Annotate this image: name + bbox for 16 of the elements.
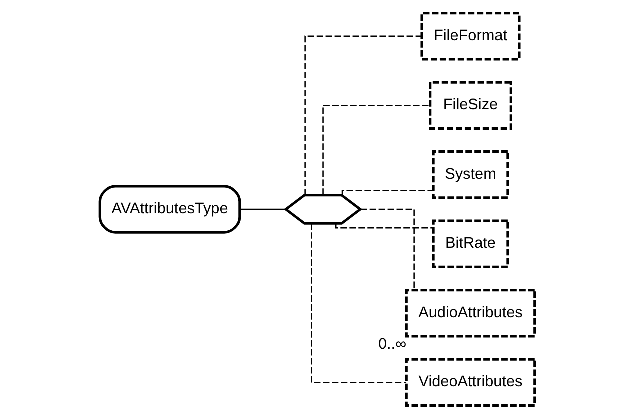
connector <box>334 224 433 229</box>
connector <box>360 208 414 290</box>
node-box: BitRate <box>432 220 509 268</box>
connector <box>239 208 286 210</box>
node-box: VideoAttributes <box>404 358 536 407</box>
connector <box>304 36 422 196</box>
node-box: FileFormat <box>420 12 520 61</box>
node-box: System <box>432 150 509 200</box>
connector <box>341 190 433 196</box>
node-box: AudioAttributes <box>404 289 536 338</box>
node-hexagon <box>283 194 362 225</box>
node-box: AVAttributesType <box>98 185 241 234</box>
node-box: FileSize <box>428 81 512 130</box>
connector <box>322 104 430 196</box>
connector <box>310 224 406 384</box>
node-label: 0..∞ <box>378 336 406 353</box>
